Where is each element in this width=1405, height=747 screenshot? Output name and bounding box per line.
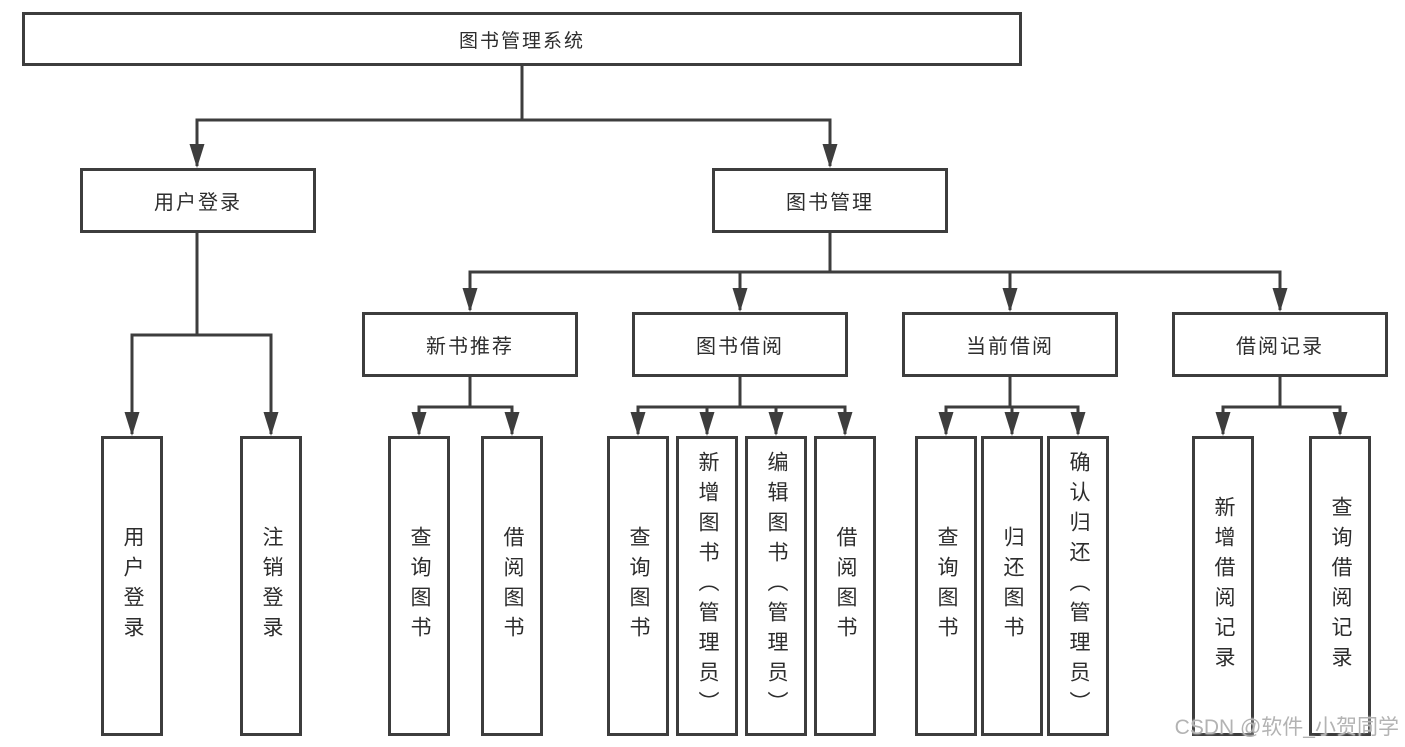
node-borrowing-records: 借阅记录 (1172, 312, 1388, 377)
leaf-label: 确认归还（管理员） (1067, 451, 1090, 721)
arrowheads (124, 144, 1348, 436)
leaf-return-books: 归还图书 (981, 436, 1043, 736)
leaf-label: 编辑图书（管理员） (765, 451, 788, 721)
leaf-label: 注销登录 (260, 526, 283, 646)
node-label: 图书管理系统 (458, 30, 585, 52)
leaf-add-borrow-record: 新增借阅记录 (1192, 436, 1254, 736)
leaf-label: 查询图书 (935, 526, 958, 646)
leaf-label: 查询借阅记录 (1329, 496, 1352, 676)
node-book-management: 图书管理 (712, 168, 948, 233)
node-label: 图书借阅 (696, 336, 784, 358)
leaf-label: 归还图书 (1001, 526, 1024, 646)
leaf-confirm-return-admin: 确认归还（管理员） (1047, 436, 1109, 736)
node-label: 借阅记录 (1236, 336, 1324, 358)
leaf-label: 新增图书（管理员） (696, 451, 719, 721)
node-book-borrowing: 图书借阅 (632, 312, 848, 377)
leaf-label: 借阅图书 (834, 526, 857, 646)
leaf-label: 借阅图书 (501, 526, 524, 646)
leaf-logout: 注销登录 (240, 436, 302, 736)
watermark: CSDN @软件_小贺同学 (1174, 716, 1399, 739)
node-current-borrowing: 当前借阅 (902, 312, 1118, 377)
node-label: 新书推荐 (426, 336, 514, 358)
leaf-query-books-borrow: 查询图书 (607, 436, 669, 736)
node-label: 用户登录 (154, 192, 242, 214)
leaf-label: 查询图书 (627, 526, 650, 646)
node-label: 图书管理 (786, 192, 874, 214)
leaf-borrow-books: 借阅图书 (814, 436, 876, 736)
node-user-login: 用户登录 (80, 168, 316, 233)
leaf-query-books-current: 查询图书 (915, 436, 977, 736)
node-library-management-system: 图书管理系统 (22, 12, 1022, 66)
leaf-add-books-admin: 新增图书（管理员） (676, 436, 738, 736)
node-new-book-recommendation: 新书推荐 (362, 312, 578, 377)
leaf-label: 新增借阅记录 (1212, 496, 1235, 676)
leaf-borrow-books-newbook: 借阅图书 (481, 436, 543, 736)
node-label: 当前借阅 (966, 336, 1054, 358)
leaf-edit-books-admin: 编辑图书（管理员） (745, 436, 807, 736)
leaf-label: 用户登录 (121, 526, 144, 646)
leaf-query-books-newbook: 查询图书 (388, 436, 450, 736)
leaf-user-login: 用户登录 (101, 436, 163, 736)
leaf-query-borrow-record: 查询借阅记录 (1309, 436, 1371, 736)
leaf-label: 查询图书 (408, 526, 431, 646)
